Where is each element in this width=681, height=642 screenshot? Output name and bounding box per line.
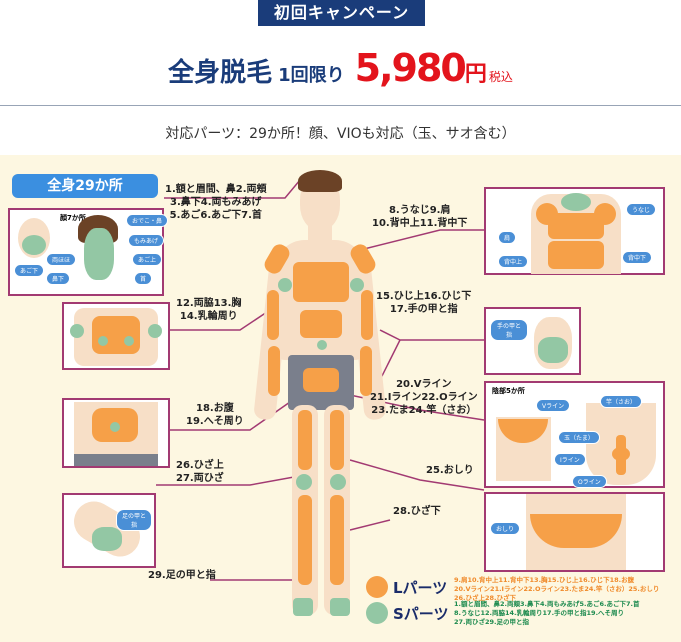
yen-label: 円 bbox=[464, 62, 487, 87]
vio-inset: 陰部5か所 Vライン 竿（さお） 玉（たま） Iライン Oライン bbox=[484, 381, 665, 488]
hand-tag: 手の甲と指 bbox=[490, 319, 528, 341]
chest-inset bbox=[62, 302, 170, 370]
campaign-badge: 初回キャンペーン bbox=[258, 0, 425, 26]
callout-lower-legs: 28.ひざ下 bbox=[393, 506, 441, 517]
s-parts-label: Sパーツ bbox=[393, 605, 449, 623]
page-title: 全身脱毛 bbox=[168, 58, 273, 88]
face-inset: 顔7か所 おでこ・鼻 もみあげ 両ほほ あご上 あご下 鼻下 首 bbox=[8, 208, 169, 296]
back-tag: 背中下 bbox=[622, 251, 653, 264]
vio-tag: 玉（たま） bbox=[558, 431, 600, 444]
vio-title: 陰部5か所 bbox=[492, 387, 525, 395]
all-parts-label: 全身29か所 bbox=[12, 174, 158, 198]
l-parts-dot bbox=[366, 576, 388, 598]
vio-tag: 竿（さお） bbox=[600, 395, 643, 408]
callout-feet: 29.足の甲と指 bbox=[148, 570, 216, 581]
buttocks-inset: おしり bbox=[484, 492, 665, 572]
back-inset: うなじ 肩 背中上 背中下 bbox=[484, 187, 665, 275]
l-parts-label: Lパーツ bbox=[393, 579, 448, 597]
face-tag: 鼻下 bbox=[46, 272, 71, 285]
hand-inset: 手の甲と指 bbox=[484, 307, 581, 375]
price: 5,980 bbox=[354, 46, 467, 90]
face-tag: あご上 bbox=[132, 253, 163, 266]
foot-tag: 足の甲と指 bbox=[116, 509, 152, 531]
foot-inset: 足の甲と指 bbox=[62, 493, 156, 568]
vio-tag: Iライン bbox=[554, 453, 586, 466]
back-tag: 肩 bbox=[498, 231, 517, 244]
vio-tag: Vライン bbox=[536, 399, 571, 412]
belly-inset bbox=[62, 398, 170, 468]
back-tag: うなじ bbox=[626, 203, 657, 216]
face-tag: 両ほほ bbox=[46, 253, 77, 266]
face-tag: もみあげ bbox=[128, 234, 165, 247]
vio-tag: Oライン bbox=[572, 475, 607, 488]
face-tag: 首 bbox=[134, 272, 153, 285]
divider bbox=[0, 105, 681, 106]
tax-label: 税込 bbox=[488, 70, 513, 84]
subtitle: 対応パーツ：29か所！顔、VIOも対応（玉、サオ含む） bbox=[165, 126, 516, 142]
once-label: 1回限り bbox=[278, 65, 345, 86]
face-title: 顔7か所 bbox=[60, 214, 86, 222]
face-tag: あご下 bbox=[14, 264, 45, 277]
s-parts-dot bbox=[366, 602, 388, 624]
back-tag: 背中上 bbox=[498, 255, 529, 268]
callout-buttocks: 25.おしり bbox=[426, 465, 474, 476]
face-tag: おでこ・鼻 bbox=[126, 214, 169, 227]
buttocks-tag: おしり bbox=[490, 522, 521, 535]
